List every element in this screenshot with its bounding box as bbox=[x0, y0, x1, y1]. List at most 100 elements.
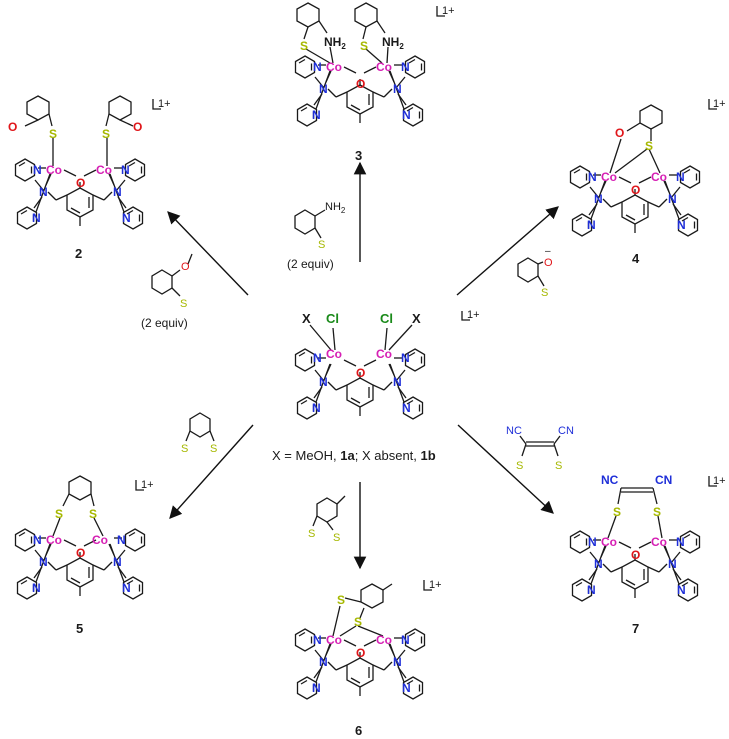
charge-bracket-2: 1+ bbox=[152, 98, 171, 110]
svg-text:Co: Co bbox=[651, 535, 667, 549]
reagent-4: O – S bbox=[517, 246, 553, 299]
svg-text:Co: Co bbox=[326, 633, 342, 647]
complex-5: S S Co Co O N N N N N N bbox=[16, 475, 145, 599]
svg-text:N: N bbox=[121, 163, 130, 177]
svg-text:S: S bbox=[308, 528, 315, 540]
svg-text:N: N bbox=[312, 681, 321, 695]
charge-bracket-4: 1+ bbox=[708, 98, 726, 110]
svg-text:NH2: NH2 bbox=[325, 201, 346, 215]
svg-text:1+: 1+ bbox=[713, 475, 726, 487]
svg-text:N: N bbox=[677, 583, 686, 597]
svg-text:Co: Co bbox=[601, 170, 617, 184]
svg-text:Co: Co bbox=[326, 60, 342, 74]
svg-text:N: N bbox=[677, 218, 686, 232]
svg-text:1+: 1+ bbox=[141, 479, 154, 491]
svg-text:S: S bbox=[516, 460, 523, 472]
s-3a: S bbox=[300, 39, 308, 53]
center-caption: X = MeOH, 1a; X absent, 1b bbox=[272, 448, 436, 463]
svg-text:S: S bbox=[49, 127, 57, 141]
svg-text:N: N bbox=[32, 581, 41, 595]
svg-text:O: O bbox=[181, 261, 190, 273]
svg-text:1+: 1+ bbox=[467, 309, 480, 321]
svg-text:O: O bbox=[8, 120, 17, 134]
equiv-2: (2 equiv) bbox=[141, 316, 188, 330]
svg-text:–: – bbox=[545, 246, 551, 257]
svg-text:S: S bbox=[102, 127, 110, 141]
svg-text:1+: 1+ bbox=[429, 579, 442, 591]
svg-text:Co: Co bbox=[376, 633, 392, 647]
svg-text:N: N bbox=[401, 60, 410, 74]
o-bridge: O bbox=[356, 366, 365, 380]
label-2: 2 bbox=[75, 246, 82, 261]
svg-text:N: N bbox=[393, 655, 402, 669]
svg-text:N: N bbox=[319, 82, 328, 96]
svg-text:S: S bbox=[613, 505, 621, 519]
reagent-3: NH2 S bbox=[294, 201, 346, 251]
svg-text:CN: CN bbox=[558, 425, 574, 437]
svg-text:S: S bbox=[645, 139, 653, 153]
svg-text:N: N bbox=[39, 185, 48, 199]
svg-text:N: N bbox=[33, 163, 42, 177]
co-left: Co bbox=[326, 347, 342, 361]
arrows bbox=[167, 161, 559, 570]
n-right-py: N bbox=[401, 351, 410, 365]
label-5: 5 bbox=[76, 621, 83, 636]
n-left-py: N bbox=[313, 351, 322, 365]
nh2-3b: NH2 bbox=[382, 35, 404, 51]
svg-text:O: O bbox=[356, 646, 365, 660]
svg-text:N: N bbox=[33, 533, 42, 547]
svg-text:Co: Co bbox=[92, 533, 108, 547]
reagent-2: O S bbox=[151, 253, 193, 310]
svg-text:N: N bbox=[587, 583, 596, 597]
arrow-to-2 bbox=[167, 211, 249, 296]
nh2-3a: NH2 bbox=[324, 35, 346, 51]
co-right: Co bbox=[376, 347, 392, 361]
svg-text:O: O bbox=[76, 546, 85, 560]
svg-text:N: N bbox=[676, 535, 685, 549]
charge-bracket-7: 1+ bbox=[708, 475, 726, 487]
svg-text:S: S bbox=[55, 507, 63, 521]
x-right: X bbox=[412, 311, 421, 326]
svg-text:N: N bbox=[393, 82, 402, 96]
svg-text:N: N bbox=[676, 170, 685, 184]
charge-bracket-6: 1+ bbox=[423, 579, 442, 591]
s-3b: S bbox=[360, 39, 368, 53]
svg-text:Co: Co bbox=[376, 60, 392, 74]
svg-text:NC: NC bbox=[506, 425, 522, 437]
svg-text:S: S bbox=[333, 532, 340, 544]
svg-text:1+: 1+ bbox=[442, 5, 455, 17]
reagent-7: NC CN S S bbox=[506, 425, 574, 472]
svg-text:N: N bbox=[668, 557, 677, 571]
svg-text:N: N bbox=[313, 60, 322, 74]
reagent-6: S S bbox=[308, 495, 346, 544]
svg-text:O: O bbox=[631, 183, 640, 197]
arrow-to-7 bbox=[457, 424, 554, 514]
svg-text:N: N bbox=[32, 211, 41, 225]
label-4: 4 bbox=[632, 251, 640, 266]
arrow-to-5 bbox=[169, 424, 254, 519]
x-left: X bbox=[302, 311, 311, 326]
svg-text:Co: Co bbox=[46, 533, 62, 547]
svg-text:N: N bbox=[587, 218, 596, 232]
svg-text:CN: CN bbox=[655, 473, 672, 487]
svg-text:S: S bbox=[541, 287, 548, 299]
n-right-py2: N bbox=[402, 401, 411, 415]
svg-text:S: S bbox=[89, 507, 97, 521]
complex-3: S S NH2 NH2 Co Co O N N N N N N bbox=[296, 2, 425, 126]
svg-text:S: S bbox=[555, 460, 562, 472]
svg-text:O: O bbox=[631, 548, 640, 562]
svg-text:O: O bbox=[356, 77, 365, 91]
complex-2: O O S S Co Co O N N N N N N bbox=[8, 95, 145, 229]
label-6: 6 bbox=[355, 723, 362, 738]
charge-bracket-center: 1+ bbox=[461, 309, 480, 321]
svg-text:S: S bbox=[210, 443, 217, 455]
complex-4: O S Co Co O N N N N N N bbox=[571, 104, 700, 236]
cl-right: Cl bbox=[380, 311, 393, 326]
svg-text:S: S bbox=[318, 239, 325, 251]
svg-text:Co: Co bbox=[96, 163, 112, 177]
complex-7: NC CN S S Co Co O N N N N N N bbox=[571, 473, 700, 601]
svg-text:1+: 1+ bbox=[158, 98, 171, 110]
svg-text:N: N bbox=[319, 655, 328, 669]
svg-text:O: O bbox=[615, 126, 624, 140]
